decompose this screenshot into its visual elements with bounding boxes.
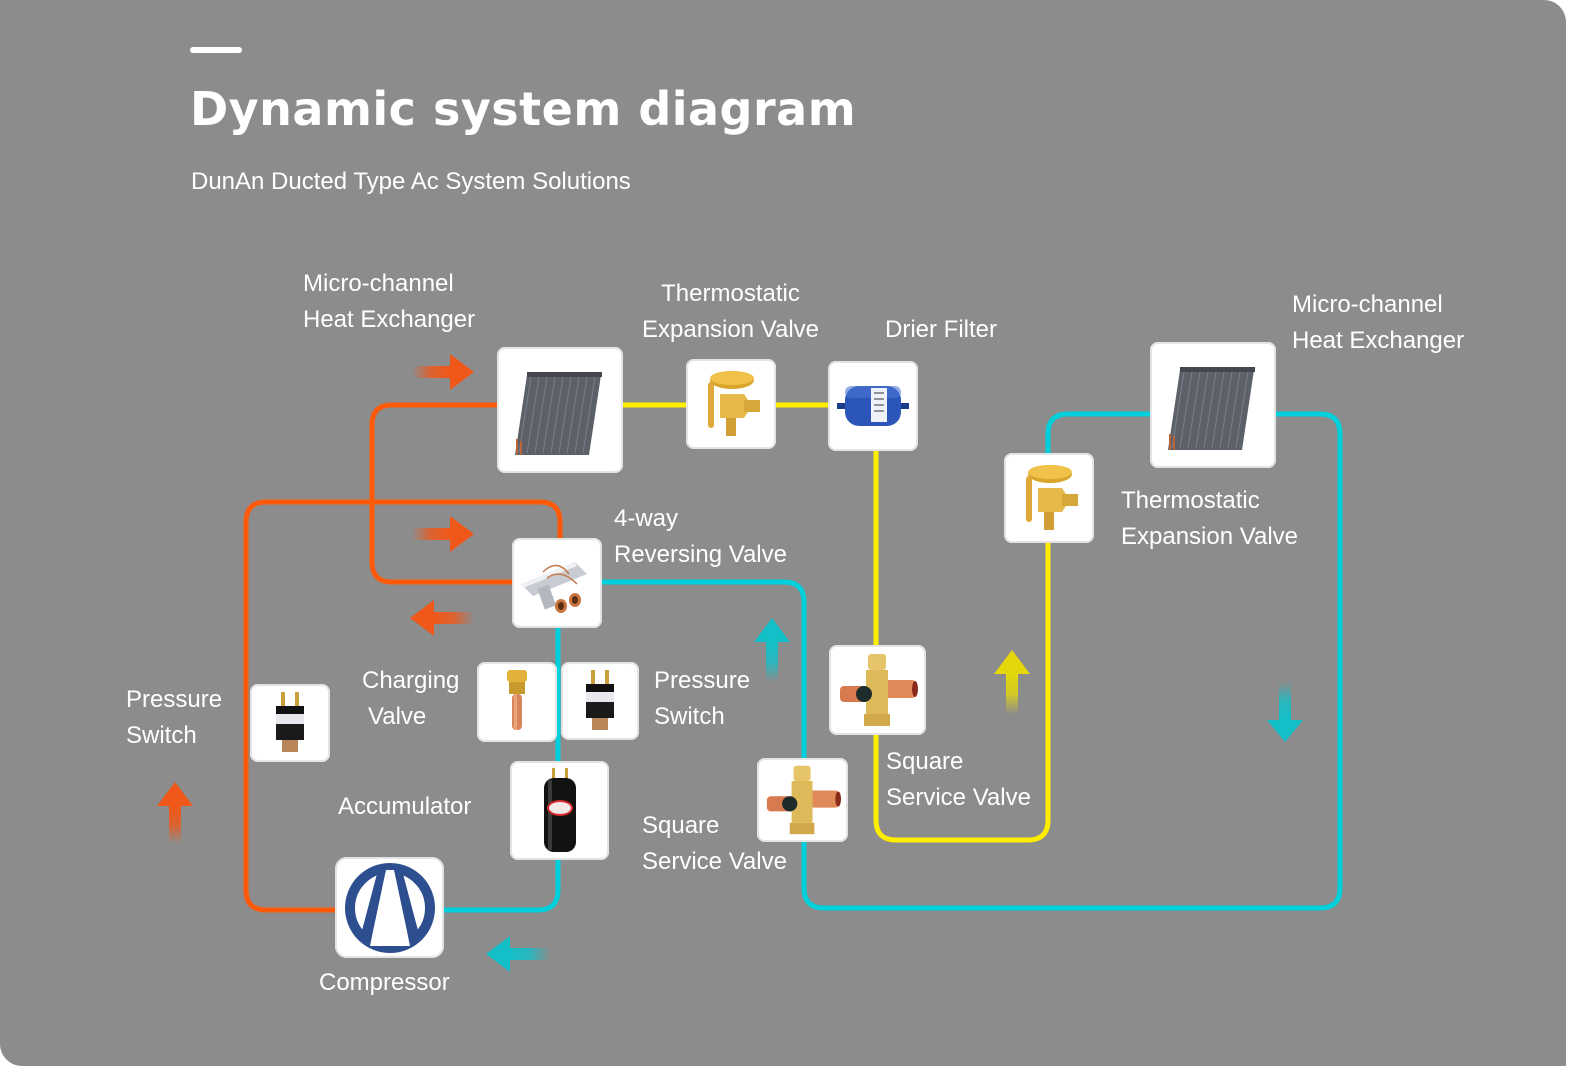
label-pressure-switch-mid: Pressure Switch: [654, 663, 750, 735]
hot-pipe-indoor-hx: [369, 402, 515, 585]
label-indoor-hx: Micro-channel Heat Exchanger: [303, 266, 475, 338]
hot-pipe-compressor-discharge: [243, 499, 563, 913]
label-line: Micro-channel: [303, 270, 454, 297]
label-outdoor-hx: Micro-channel Heat Exchanger: [1292, 287, 1464, 359]
label-line: Expansion Valve: [642, 316, 819, 343]
diagram-panel: Dynamic system diagram DunAn Ducted Type…: [0, 0, 1566, 1066]
accumulator-icon: [543, 767, 576, 852]
cold-arrow-left: [486, 936, 550, 972]
service-valve-right-card[interactable]: [829, 645, 926, 735]
accumulator-card[interactable]: [510, 761, 609, 860]
label-line: Charging: [362, 667, 460, 694]
charging-valve-card[interactable]: [477, 662, 557, 742]
label-line: Compressor: [319, 969, 450, 996]
label-line: Heat Exchanger: [1292, 327, 1465, 354]
label-line: Service Valve: [886, 784, 1031, 811]
service-valve-icon: [839, 654, 918, 726]
label-line: Valve: [368, 703, 427, 730]
label-line: Expansion Valve: [1121, 523, 1298, 550]
label-pressure-switch-left: Pressure Switch: [126, 682, 222, 754]
pressure-switch-icon: [276, 692, 304, 752]
outdoor-heat-exchanger-card[interactable]: [1150, 342, 1276, 468]
label-line: 4-way: [614, 505, 679, 532]
title-accent-bar: [190, 47, 242, 53]
cold-arrow-up: [754, 618, 790, 682]
page-title: Dynamic system diagram: [190, 82, 857, 136]
pressure-switch-icon: [586, 670, 614, 730]
drier-filter-icon: [837, 386, 909, 426]
compressor-card[interactable]: [335, 857, 444, 958]
indoor-heat-exchanger-card[interactable]: [497, 347, 623, 473]
label-line: Thermostatic: [1121, 487, 1260, 514]
reversing-valve-icon: [521, 562, 587, 613]
liquid-arrow-up: [994, 650, 1030, 714]
label-txv-top: Thermostatic Expansion Valve: [642, 276, 819, 348]
expansion-valve-icon: [708, 371, 760, 436]
refrigerant-circuit: [157, 354, 1343, 972]
pressure-switch-left-card[interactable]: [250, 684, 330, 762]
label-compressor: Compressor: [319, 965, 450, 1001]
hot-arrow-right-mid: [412, 516, 474, 552]
label-line: Pressure: [126, 686, 223, 713]
cold-arrow-down: [1267, 682, 1303, 742]
heat-exchanger-icon: [1168, 367, 1255, 450]
label-line: Reversing Valve: [614, 541, 787, 568]
label-reversing-valve: 4-way Reversing Valve: [614, 501, 787, 573]
label-line: Thermostatic: [661, 280, 800, 307]
hot-arrow-left: [410, 600, 474, 636]
hot-arrow-up: [157, 782, 193, 844]
expansion-valve-icon: [1026, 465, 1078, 530]
label-line: Heat Exchanger: [303, 306, 476, 333]
compressor-logo-icon: [344, 862, 435, 953]
service-valve-left-card[interactable]: [757, 758, 848, 842]
cold-pipe-outdoor-loop: [600, 411, 1343, 911]
label-line: Micro-channel: [1292, 291, 1443, 318]
label-charging-valve: Charging Valve: [362, 663, 459, 735]
label-drier-filter: Drier Filter: [885, 312, 997, 348]
label-line: Switch: [654, 703, 725, 730]
label-line: Square: [642, 812, 720, 839]
heat-exchanger-icon: [515, 372, 602, 455]
service-valve-icon: [766, 765, 841, 835]
charging-valve-icon: [507, 670, 527, 730]
label-line: Square: [886, 748, 964, 775]
label-line: Switch: [126, 722, 197, 749]
cold-pipe-suction: [442, 625, 561, 913]
cold-pipe-outdoor-hx-left: [1045, 411, 1152, 455]
label-line: Pressure: [654, 667, 751, 694]
reversing-valve-card[interactable]: [512, 538, 602, 628]
label-line: Accumulator: [338, 793, 472, 820]
label-service-valve-left: Square Service Valve: [642, 808, 787, 880]
label-line: Drier Filter: [885, 316, 997, 343]
pressure-switch-mid-card[interactable]: [561, 662, 639, 740]
hot-arrow-right-top: [412, 354, 474, 390]
page-subtitle: DunAn Ducted Type Ac System Solutions: [191, 168, 631, 195]
label-txv-right: Thermostatic Expansion Valve: [1121, 483, 1298, 555]
liquid-pipe-loop: [873, 450, 1051, 843]
txv-right-card[interactable]: [1004, 453, 1094, 543]
label-service-valve-right: Square Service Valve: [886, 744, 1031, 816]
label-line: Service Valve: [642, 848, 787, 875]
drier-filter-card[interactable]: [828, 361, 918, 451]
label-accumulator: Accumulator: [338, 789, 471, 825]
txv-top-card[interactable]: [686, 359, 776, 449]
